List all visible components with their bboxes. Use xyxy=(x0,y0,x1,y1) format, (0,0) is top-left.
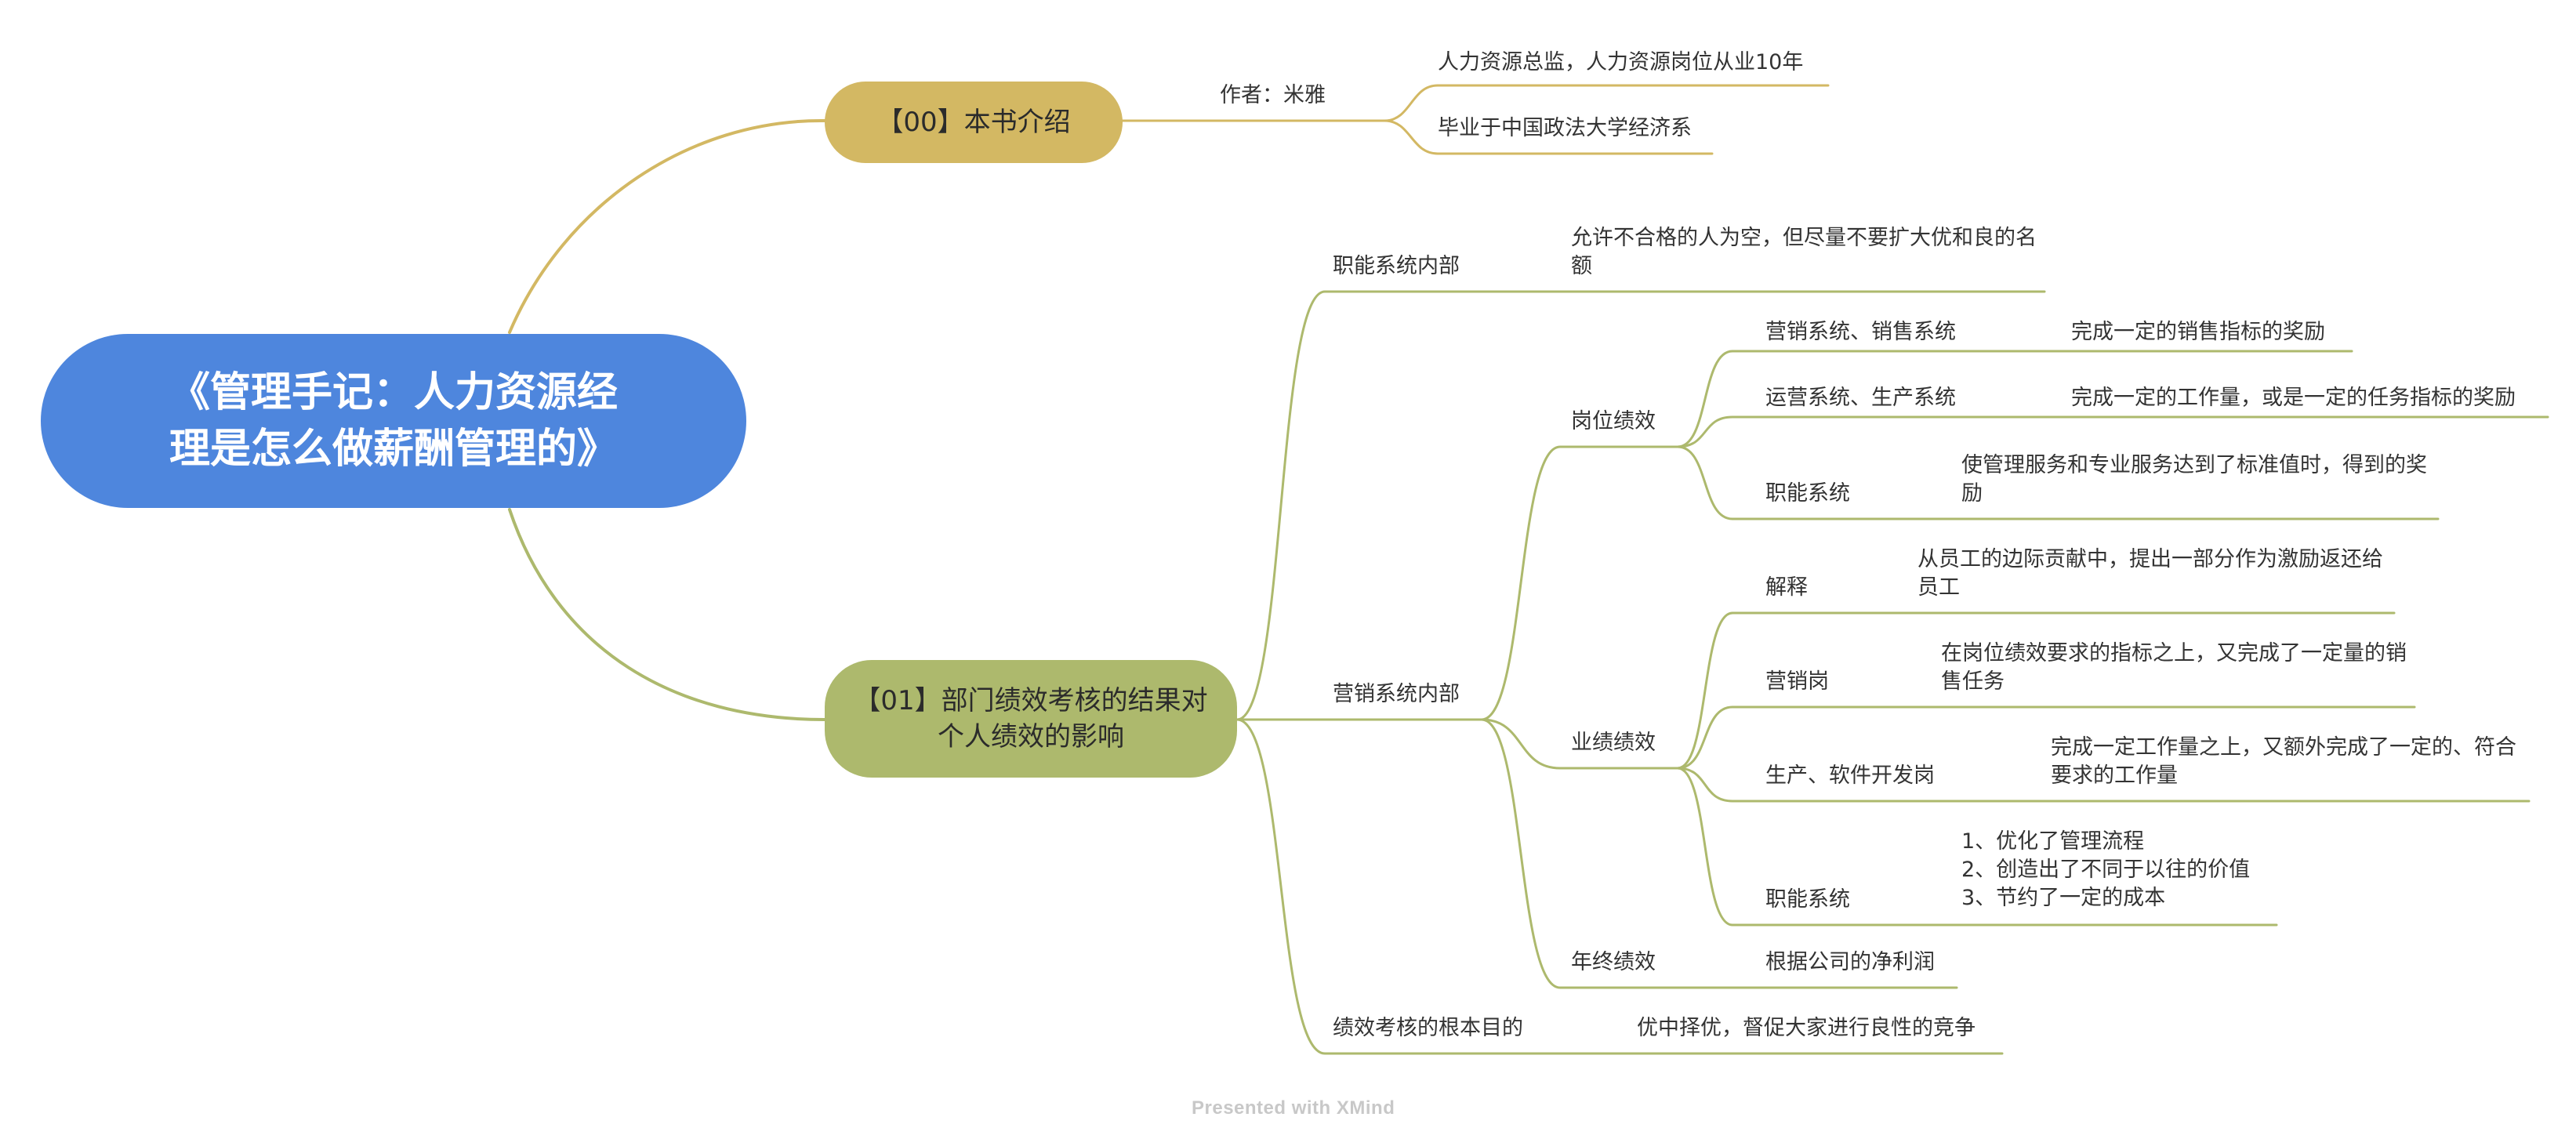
note-line-1: 1、优化了管理流程 xyxy=(1961,829,2145,854)
topic-gangwei[interactable]: 岗位绩效 xyxy=(1571,409,1656,433)
topic-y-func[interactable]: 职能系统 xyxy=(1765,887,1850,912)
topic-yeji[interactable]: 业绩绩效 xyxy=(1571,731,1656,755)
topic-nianzhong-note[interactable]: 根据公司的净利润 xyxy=(1765,950,1935,974)
topic-g-func-note[interactable]: 使管理服务和专业服务达到了标准值时，得到的奖励 xyxy=(1961,453,2427,506)
branch-book-intro-label: 【00】本书介绍 xyxy=(876,107,1071,138)
central-topic-line2: 理是怎么做薪酬管理的》 xyxy=(169,426,618,473)
topic-mudi-note[interactable]: 优中择优，督促大家进行良性的竞争 xyxy=(1637,1016,1976,1040)
links-branch-00 xyxy=(508,118,826,334)
note-line-3: 3、节约了一定的成本 xyxy=(1961,886,2166,910)
branch-dept-performance[interactable]: 【01】部门绩效考核的结果对个人绩效的影响 xyxy=(825,660,1237,778)
central-topic-line1: 《管理手记：人力资源经 xyxy=(169,369,618,416)
topic-author-title[interactable]: 人力资源总监，人力资源岗位从业10年 xyxy=(1438,50,1804,74)
topic-y-func-note[interactable]: 1、优化了管理流程 2、创造出了不同于以往的价值 3、节约了一定的成本 xyxy=(1961,828,2250,912)
topic-author[interactable]: 作者：米雅 xyxy=(1220,83,1326,107)
topic-y-explain-note[interactable]: 从员工的边际贡献中，提出一部分作为激励返还给员工 xyxy=(1917,547,2383,600)
central-topic[interactable]: 《管理手记：人力资源经 理是怎么做薪酬管理的》 xyxy=(41,334,746,508)
link-author-bio1 xyxy=(1383,84,1830,122)
link-yeji-2 xyxy=(1676,705,1922,770)
topic-g-sales-note[interactable]: 完成一定的销售指标的奖励 xyxy=(2071,320,2325,344)
topic-g-sales[interactable]: 营销系统、销售系统 xyxy=(1765,320,1956,344)
topic-g-ops[interactable]: 运营系统、生产系统 xyxy=(1765,386,1956,410)
branch-dept-performance-label: 【01】部门绩效考核的结果对个人绩效的影响 xyxy=(854,685,1208,753)
topic-y-sales-note[interactable]: 在岗位绩效要求的指标之上，又完成了一定量的销售任务 xyxy=(1941,641,2407,694)
link-yeji-1 xyxy=(1676,611,1902,770)
link-yeji-3 xyxy=(1676,767,2032,803)
topic-mudi[interactable]: 绩效考核的根本目的 xyxy=(1333,1016,1523,1040)
link-gangwei-1 xyxy=(1676,350,2032,448)
topic-y-prod-note[interactable]: 完成一定工作量之上，又额外完成了一定的、符合要求的工作量 xyxy=(2051,735,2516,788)
link-yingxiao-yeji xyxy=(1480,718,1679,770)
links-branch-01 xyxy=(1235,290,2549,1055)
link-branch01-zhineng xyxy=(1235,290,1562,721)
link-yeji-4 xyxy=(1676,767,1946,927)
link-root-branch01 xyxy=(508,508,826,721)
topic-zhineng-note[interactable]: 允许不合格的人为空，但尽量不要扩大优和良的名额 xyxy=(1571,226,2037,278)
topic-author-education[interactable]: 毕业于中国政法大学经济系 xyxy=(1438,116,1692,140)
note-line-2: 2、创造出了不同于以往的价值 xyxy=(1961,858,2251,882)
link-branch01-mudi xyxy=(1235,718,1632,1055)
link-yingxiao-gangwei xyxy=(1480,445,1679,721)
topic-y-explain[interactable]: 解释 xyxy=(1765,575,1808,600)
topic-yingxiao-internal[interactable]: 营销系统内部 xyxy=(1333,682,1460,706)
link-gangwei-2 xyxy=(1676,415,2032,448)
topic-y-sales[interactable]: 营销岗 xyxy=(1765,669,1829,694)
link-root-branch00 xyxy=(508,118,826,334)
branch-book-intro[interactable]: 【00】本书介绍 xyxy=(825,82,1123,163)
topic-zhineng-internal[interactable]: 职能系统内部 xyxy=(1333,254,1460,278)
topic-g-func[interactable]: 职能系统 xyxy=(1765,481,1850,506)
link-author-bio2 xyxy=(1383,119,1714,155)
xmind-watermark: Presented with XMind xyxy=(1192,1097,1395,1119)
topic-y-prod[interactable]: 生产、软件开发岗 xyxy=(1765,763,1935,788)
topic-g-ops-note[interactable]: 完成一定的工作量，或是一定的任务指标的奖励 xyxy=(2071,386,2516,410)
link-gangwei-3 xyxy=(1676,445,1946,520)
link-yingxiao-nianzhong xyxy=(1480,718,1765,989)
topic-nianzhong[interactable]: 年终绩效 xyxy=(1571,950,1656,974)
